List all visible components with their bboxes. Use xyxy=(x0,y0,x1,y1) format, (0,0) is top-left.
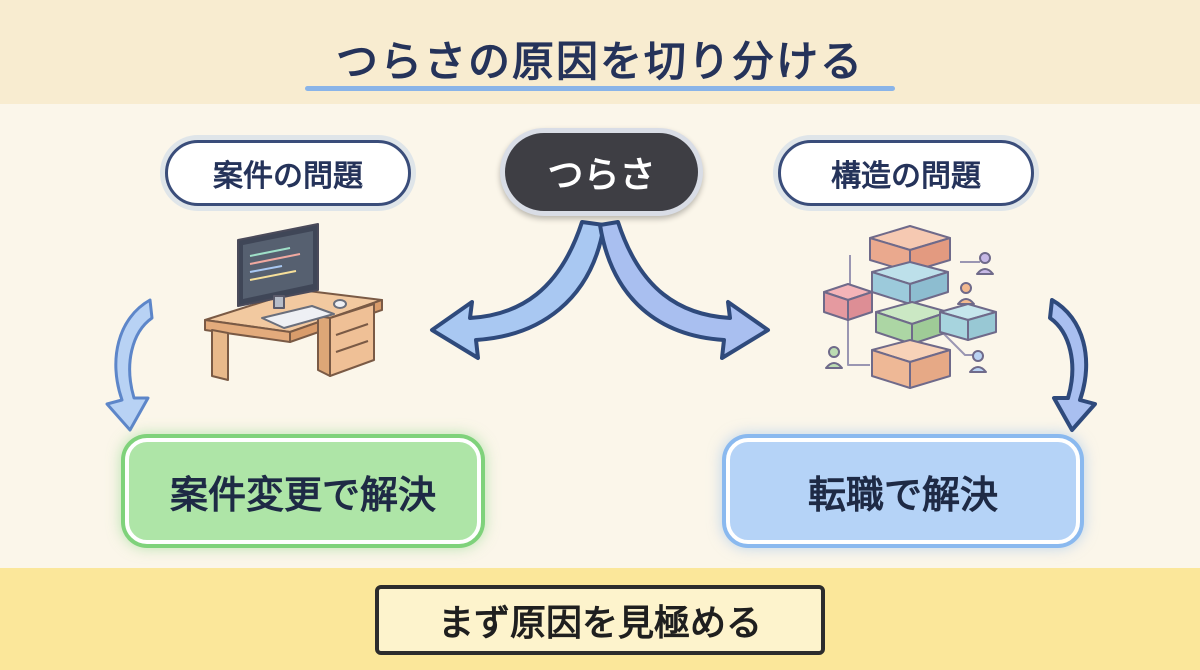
arrow-to-left-icon xyxy=(430,220,606,360)
title-underline xyxy=(305,86,895,91)
page-title: つらさの原因を切り分ける xyxy=(335,37,864,86)
right-result-box: 転職で解決 xyxy=(726,438,1080,544)
org-structure-icon xyxy=(823,225,997,389)
conclusion-box: まず原因を見極める xyxy=(375,585,825,655)
arrow-to-right-icon xyxy=(598,220,770,360)
center-label: つらさ xyxy=(500,128,703,216)
right-branch-label: 構造の問題 xyxy=(778,140,1034,206)
curved-down-arrow-right-icon xyxy=(1048,298,1097,432)
desk-computer-icon xyxy=(204,223,383,381)
curved-down-arrow-left-icon xyxy=(105,298,154,432)
left-result-box: 案件変更で解決 xyxy=(125,438,481,544)
left-branch-label: 案件の問題 xyxy=(165,140,411,206)
